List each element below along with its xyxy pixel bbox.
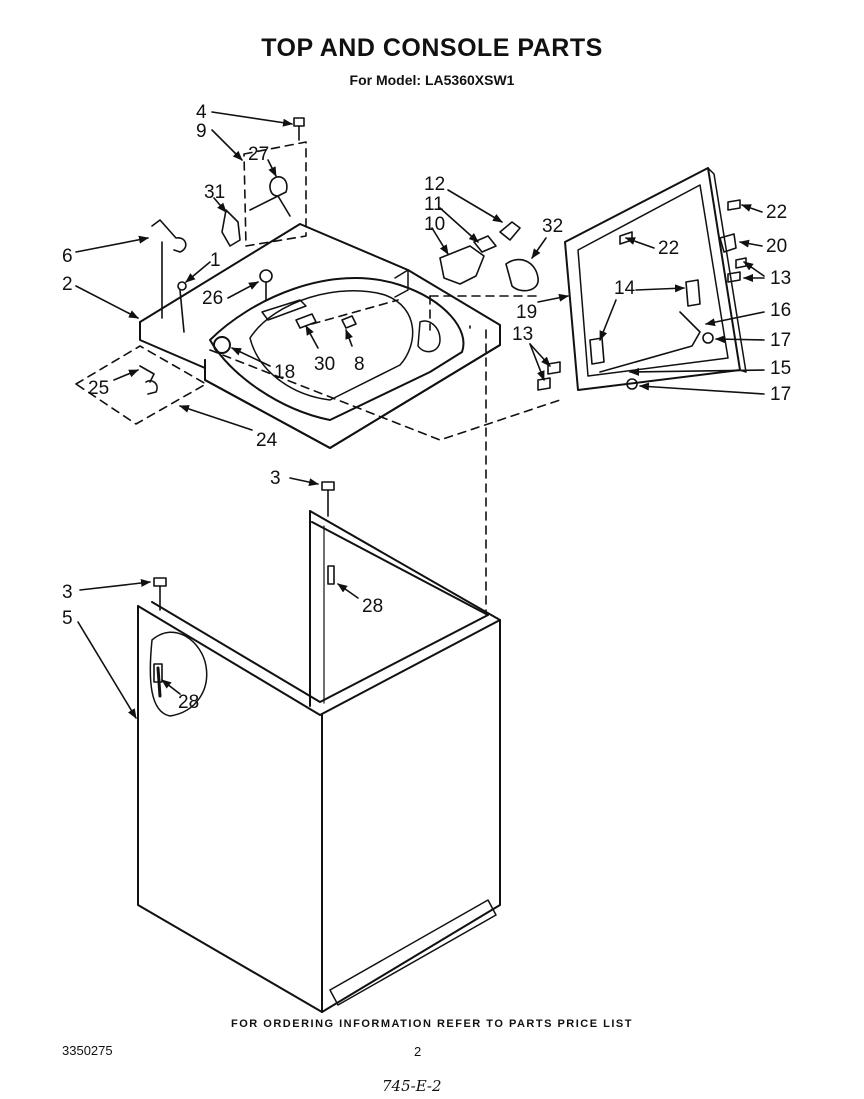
callout-label: 8 xyxy=(354,354,365,375)
callout-label: 11 xyxy=(424,194,444,215)
callout-label: 14 xyxy=(614,278,636,299)
callout-label: 3 xyxy=(62,582,73,603)
callout-label: 3 xyxy=(270,468,281,489)
handwritten-note: 745-E-2 xyxy=(382,1077,442,1095)
callout-label: 26 xyxy=(202,288,223,309)
callout-label: 25 xyxy=(88,378,109,399)
callout-label: 4 xyxy=(196,102,207,123)
callout-label: 20 xyxy=(766,236,787,257)
dashed-guides xyxy=(75,141,561,613)
callout-label: 19 xyxy=(516,302,537,323)
ordering-info-note: FOR ORDERING INFORMATION REFER TO PARTS … xyxy=(231,1018,633,1030)
callout-label: 15 xyxy=(770,358,791,379)
cabinet xyxy=(137,510,501,1013)
callout-label: 28 xyxy=(362,596,383,617)
callout-label: 9 xyxy=(196,121,207,142)
callout-label: 17 xyxy=(770,384,791,405)
document-number: 3350275 xyxy=(62,1043,113,1058)
callout-label: 30 xyxy=(314,354,335,375)
callout-label: 17 xyxy=(770,330,791,351)
callout-labels: 4 9 27 31 6 1 2 26 12 11 10 32 22 22 20 … xyxy=(62,102,791,713)
callout-label: 31 xyxy=(204,182,225,203)
callout-label: 13 xyxy=(770,268,791,289)
top-panel xyxy=(139,223,501,449)
callout-label: 32 xyxy=(542,216,563,237)
callout-label: 12 xyxy=(424,174,445,195)
page-title: TOP AND CONSOLE PARTS xyxy=(261,34,603,62)
callout-label: 28 xyxy=(178,692,199,713)
callout-label: 2 xyxy=(62,274,73,295)
callout-label: 5 xyxy=(62,608,73,629)
callout-label: 13 xyxy=(512,324,533,345)
callout-label: 10 xyxy=(424,214,445,235)
small-parts xyxy=(139,117,747,683)
callout-label: 22 xyxy=(658,238,679,259)
callout-label: 1 xyxy=(210,250,221,271)
callout-label: 22 xyxy=(766,202,787,223)
callout-label: 24 xyxy=(256,430,278,451)
callout-label: 16 xyxy=(770,300,791,321)
page-number: 2 xyxy=(414,1044,422,1059)
callout-label: 6 xyxy=(62,246,73,267)
model-subtitle: For Model: LA5360XSW1 xyxy=(349,72,515,88)
leader-arrows xyxy=(75,111,765,719)
callout-label: 27 xyxy=(248,144,269,165)
callout-label: 18 xyxy=(274,362,295,383)
